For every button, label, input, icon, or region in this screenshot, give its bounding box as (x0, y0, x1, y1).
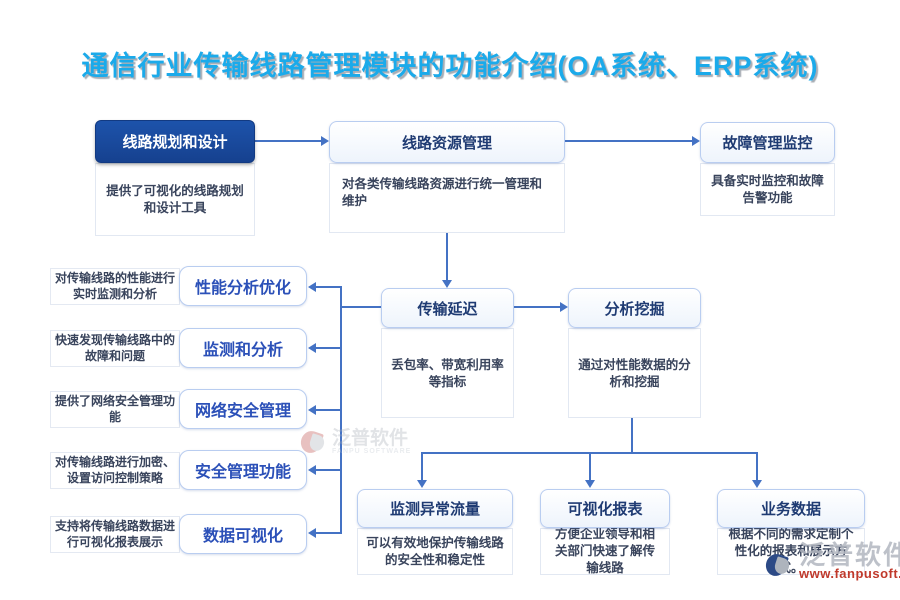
connector-bottom-bus (421, 452, 758, 454)
connector-branch-row3 (316, 409, 342, 411)
node-line-planning-design: 线路规划和设计 (95, 120, 255, 163)
fanpu-logo-icon (766, 552, 796, 582)
arrow-down-icon (417, 480, 427, 488)
watermark-brand: 泛普软件 (332, 428, 409, 449)
arrow-left-icon (308, 465, 316, 475)
connector-resource-to-delay (446, 233, 448, 281)
connector-delay-feed (341, 306, 381, 308)
connector-mining-down (631, 418, 633, 454)
connector-branch-row5 (316, 532, 342, 534)
side-desc-fault-discovery: 快速发现传输线路中的故障和问题 (50, 330, 180, 367)
arrow-down-icon (585, 480, 595, 488)
node-line-resource-mgmt-desc: 对各类传输线路资源进行统一管理和维护 (329, 163, 565, 233)
arrow-down-icon (752, 480, 762, 488)
side-label-data-visualization: 数据可视化 (179, 514, 307, 554)
node-analysis-mining: 分析挖掘 (568, 288, 701, 328)
fanpu-logo-icon (301, 429, 327, 455)
node-transmission-delay-desc: 丢包率、带宽利用率等指标 (381, 328, 514, 418)
connector-delay-to-mining (514, 306, 561, 308)
watermark-corner: 泛普软件 www.fanpusoft.com (766, 540, 900, 582)
arrow-right-icon (560, 302, 568, 312)
arrow-left-icon (308, 282, 316, 292)
node-visual-report: 可视化报表 (540, 489, 670, 528)
node-line-planning-design-desc: 提供了可视化的线路规划和设计工具 (95, 163, 255, 236)
side-label-monitoring-analysis: 监测和分析 (179, 328, 307, 368)
node-abnormal-traffic-desc: 可以有效地保护传输线路的安全性和稳定性 (357, 528, 513, 575)
side-desc-report-display: 支持将传输线路数据进行可视化报表展示 (50, 516, 180, 553)
side-desc-network-security: 提供了网络安全管理功能 (50, 391, 180, 428)
arrow-down-icon (442, 280, 452, 288)
watermark-subtitle: FANPU SOFTWARE (332, 448, 412, 455)
watermark-url: www.fanpusoft.com (799, 566, 900, 582)
connector-drop-traffic (421, 454, 423, 481)
arrow-right-icon (692, 136, 700, 146)
connector-drop-business (756, 454, 758, 481)
arrow-left-icon (308, 405, 316, 415)
page-title: 通信行业传输线路管理模块的功能介绍(OA系统、ERP系统) (81, 51, 819, 81)
node-fault-monitoring-desc: 具备实时监控和故障告警功能 (700, 163, 835, 216)
side-desc-encryption-access: 对传输线路进行加密、设置访问控制策略 (50, 452, 180, 489)
arrow-left-icon (308, 528, 316, 538)
node-abnormal-traffic: 监测异常流量 (357, 489, 513, 528)
arrow-right-icon (321, 136, 329, 146)
connector-resource-to-fault (565, 140, 693, 142)
node-fault-monitoring: 故障管理监控 (700, 122, 835, 163)
node-transmission-delay: 传输延迟 (381, 288, 514, 328)
connector-branch-row2 (316, 347, 342, 349)
connector-branch-row1 (316, 286, 342, 288)
watermark-brand: 泛普软件 (799, 540, 900, 570)
side-label-performance-optimization: 性能分析优化 (179, 266, 307, 306)
node-line-resource-mgmt: 线路资源管理 (329, 121, 565, 163)
node-business-data: 业务数据 (717, 489, 865, 528)
node-analysis-mining-desc: 通过对性能数据的分析和挖掘 (568, 328, 701, 418)
connector-branch-row4 (316, 469, 342, 471)
side-label-security-mgmt-function: 安全管理功能 (179, 450, 307, 490)
side-desc-performance: 对传输线路的性能进行实时监测和分析 (50, 268, 180, 305)
connector-drop-report (589, 454, 591, 481)
connector-plan-to-resource (255, 140, 322, 142)
node-visual-report-desc: 方便企业领导和相关部门快速了解传输线路 (540, 527, 670, 575)
arrow-left-icon (308, 343, 316, 353)
side-label-network-security-mgmt: 网络安全管理 (179, 389, 307, 429)
watermark-center: 泛普软件 FANPU SOFTWARE (301, 429, 411, 456)
